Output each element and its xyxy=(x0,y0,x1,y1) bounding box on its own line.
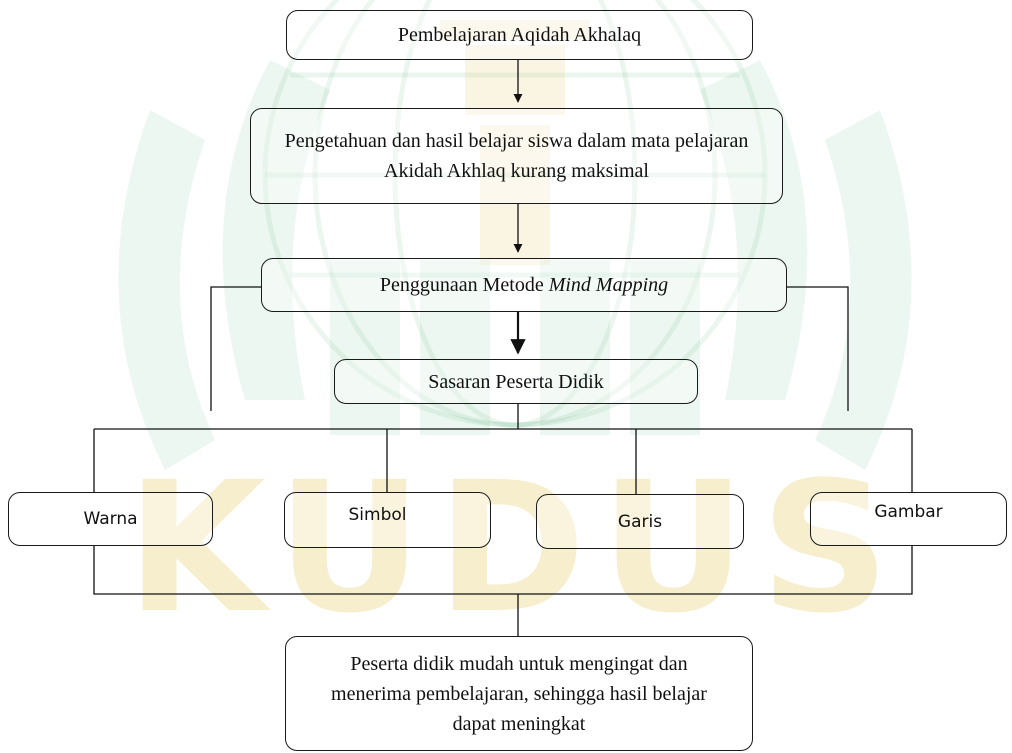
box-garis-label: Garis xyxy=(617,511,663,532)
box-metode-label: Penggunaan Metode Mind Mapping xyxy=(380,270,668,300)
emblem-globe xyxy=(262,0,768,428)
box-warna: Warna xyxy=(8,492,213,546)
box-metode-prefix: Penggunaan Metode xyxy=(379,274,549,296)
box-sasaran: Sasaran Peserta Didik xyxy=(334,359,698,404)
box-hasil-label: Peserta didik mudah untuk mengingat dan … xyxy=(331,652,707,735)
merge-bracket xyxy=(93,546,913,595)
box-gambar-label: Gambar xyxy=(874,502,943,522)
emblem-pillars xyxy=(330,260,700,435)
box-pembelajaran: Pembelajaran Aqidah Akhalaq xyxy=(286,10,753,60)
box-sasaran-label: Sasaran Peserta Didik xyxy=(428,370,604,393)
box-metode-emphasis: Mind Mapping xyxy=(548,274,669,296)
box-gambar: Gambar xyxy=(810,492,1007,546)
box-metode: Penggunaan Metode Mind Mapping xyxy=(261,258,787,312)
box-hasil: Peserta didik mudah untuk mengingat dan … xyxy=(285,636,753,751)
emblem-tower xyxy=(440,20,590,265)
box-masalah: Pengetahuan dan hasil belajar siswa dala… xyxy=(250,108,783,204)
emblem-wings xyxy=(118,60,912,470)
box-simbol-label: Simbol xyxy=(348,505,407,525)
watermark-text: KUDUS xyxy=(126,444,904,653)
box-warna-label: Warna xyxy=(83,509,138,529)
box-masalah-label: Pengetahuan dan hasil belajar siswa dala… xyxy=(284,130,749,182)
box-pembelajaran-label: Pembelajaran Aqidah Akhalaq xyxy=(397,24,642,46)
side-bracket-right xyxy=(787,286,849,411)
box-simbol: Simbol xyxy=(284,492,491,548)
side-bracket-left xyxy=(210,286,261,411)
box-garis: Garis xyxy=(536,494,744,549)
